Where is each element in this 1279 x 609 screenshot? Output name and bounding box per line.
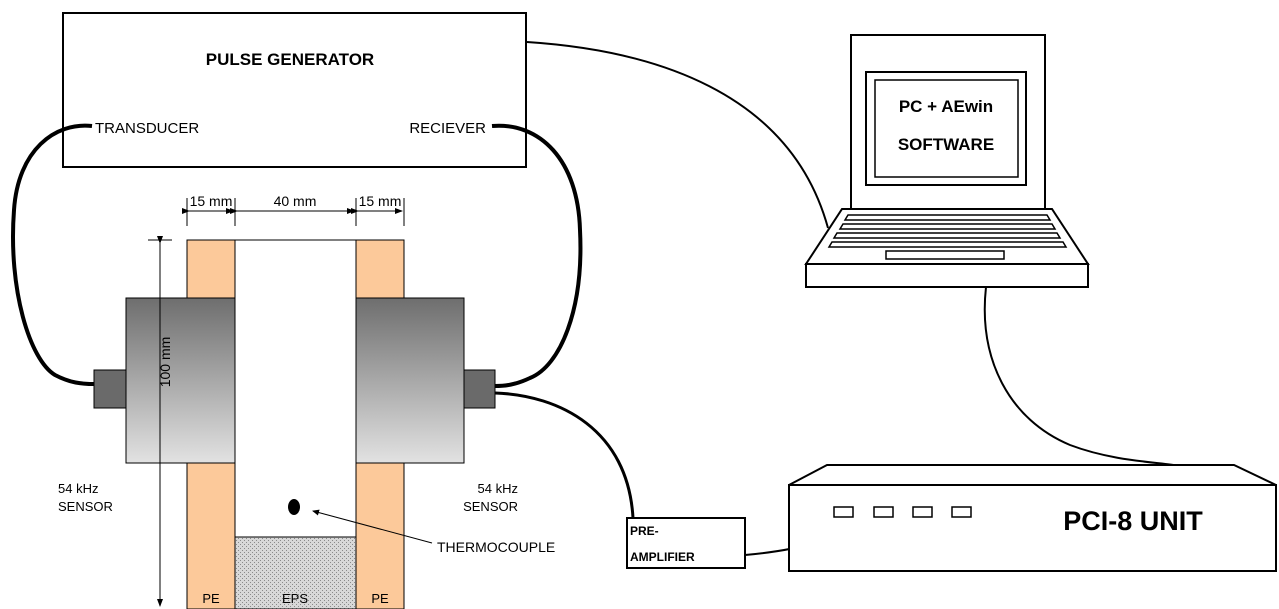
- keyboard-keys: [827, 214, 1068, 248]
- pulse-generator: PULSE GENERATOR TRANSDUCER RECIEVER: [62, 12, 527, 168]
- dimension-height: 100 mm: [157, 337, 173, 388]
- preamplifier-box: [626, 517, 746, 569]
- sensor-connector-left: [93, 369, 127, 409]
- pc-to-pci-cable: [983, 286, 1181, 467]
- dimension-gap: 40 mm: [274, 193, 317, 209]
- eps-label: EPS: [282, 591, 308, 606]
- sensor-to-preamplifier-cable: [494, 391, 635, 519]
- thermocouple-label: THERMOCOUPLE: [437, 539, 555, 555]
- dimension-labels: 15 mm 40 mm 15 mm 100 mm: [157, 193, 401, 387]
- eps-block: [234, 536, 357, 609]
- monitor-screen: [874, 79, 1019, 178]
- laptop-touchpad: [885, 250, 1005, 260]
- sensor-left-name: SENSOR: [58, 499, 113, 514]
- receiver-cable: [491, 123, 583, 388]
- computer: PC + AEwin SOFTWARE: [804, 34, 1090, 288]
- pe-left-label: PE: [202, 591, 220, 606]
- thermocouple-pointer: [312, 509, 433, 544]
- preamplifier-label-line2: AMPLIFIER: [630, 550, 695, 564]
- sensor-body-left: [125, 297, 236, 464]
- preamplifier: PRE- AMPLIFIER: [626, 517, 746, 569]
- pc-label-line2: SOFTWARE: [898, 135, 994, 154]
- dimension-wall-right: 15 mm: [359, 193, 402, 209]
- pe-right-label: PE: [371, 591, 389, 606]
- preamplifier-label-line1: PRE-: [630, 524, 659, 538]
- pci-port-3: [912, 506, 933, 518]
- pci-port-1: [833, 506, 854, 518]
- pc-label-line1: PC + AEwin: [899, 97, 993, 116]
- transducer-cable: [11, 123, 95, 386]
- pci-unit-front: [788, 484, 1277, 572]
- sensor-body-right: [355, 297, 465, 464]
- laptop-base-front: [805, 263, 1089, 288]
- test-cell: PE EPS PE 54 kHz SENSOR 54 kHz SENSOR TH…: [58, 239, 555, 609]
- pci-port-4: [951, 506, 972, 518]
- pci-port-2: [873, 506, 894, 518]
- sensor-connector-right: [463, 369, 496, 409]
- dimension-wall-left: 15 mm: [190, 193, 233, 209]
- sensor-left-frequency: 54 kHz: [58, 481, 98, 496]
- pulse-generator-box: [62, 12, 527, 168]
- receiver-label: RECIEVER: [409, 120, 486, 137]
- sensor-right-frequency: 54 kHz: [478, 481, 518, 496]
- pci-unit-label: PCI-8 UNIT: [1063, 506, 1203, 536]
- pulse-generator-title: PULSE GENERATOR: [206, 50, 374, 69]
- sensor-right-name: SENSOR: [463, 499, 518, 514]
- pci-unit-ports: [833, 506, 972, 518]
- pci-8-unit: PCI-8 UNIT: [788, 464, 1277, 572]
- transducer-label: TRANSDUCER: [95, 120, 199, 137]
- cables: [11, 41, 1181, 556]
- pulse-generator-to-pc-cable: [526, 41, 829, 229]
- pci-unit-top: [788, 464, 1277, 486]
- dimension-lines: [148, 198, 405, 607]
- thermocouple-dot: [288, 499, 300, 515]
